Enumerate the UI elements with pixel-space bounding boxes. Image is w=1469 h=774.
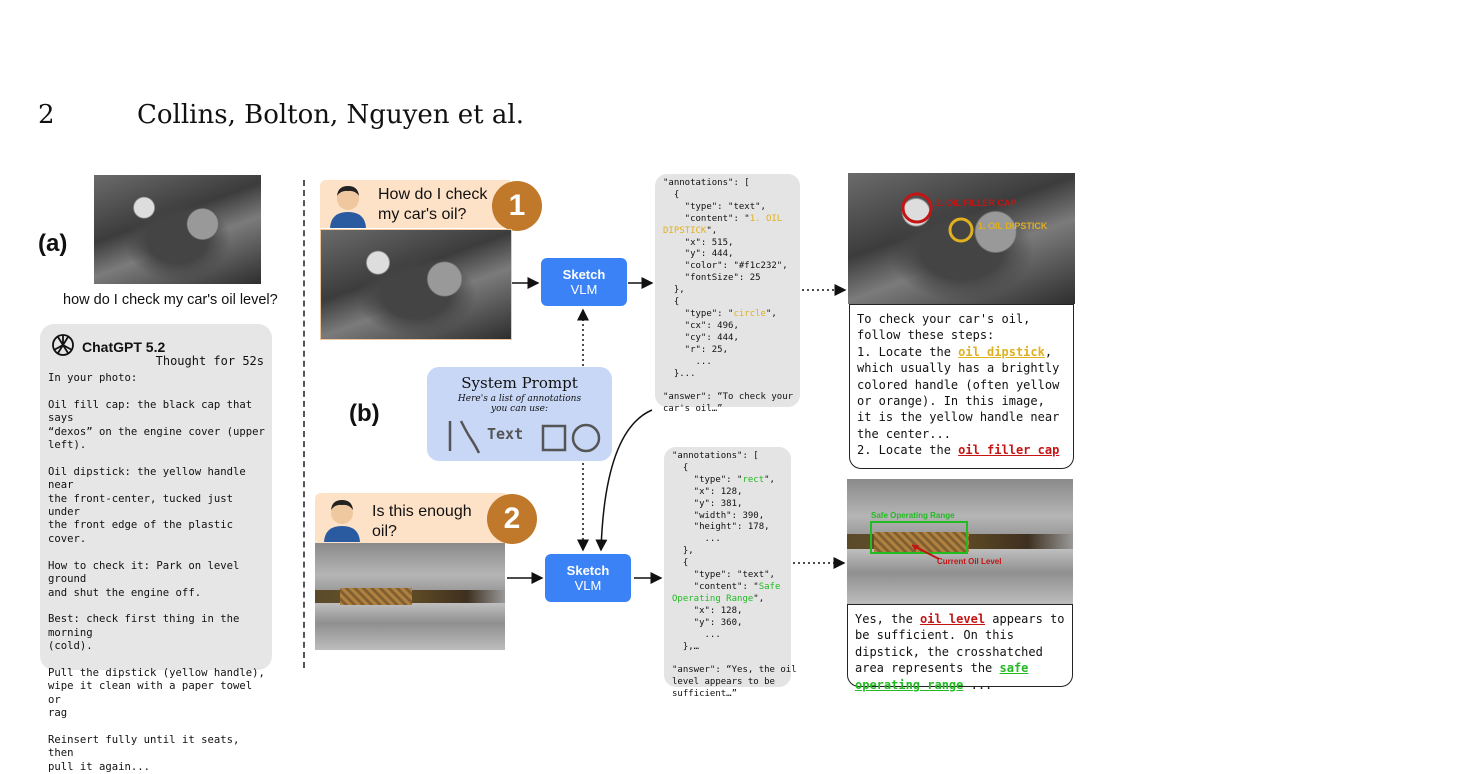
user-question-2-bubble: Is this enough oil? (315, 493, 505, 543)
oil-level-link: oil level (920, 612, 986, 626)
thought-duration: Thought for 52s (155, 354, 264, 368)
safe-range-rect (870, 521, 968, 554)
vlm-subtitle: VLM (570, 282, 598, 297)
vlm-title: Sketch (562, 267, 606, 282)
annotation-level-label: Current Oil Level (937, 557, 1002, 566)
rect-tool-icon (541, 424, 567, 452)
chatgpt-title: ChatGPT 5.2 (82, 338, 166, 355)
answer-1-box: To check your car's oil, follow these st… (849, 304, 1074, 469)
running-header-authors: Collins, Bolton, Nguyen et al. (137, 100, 524, 130)
system-prompt-title: System Prompt (461, 374, 578, 392)
question-1-text: How do I check my car's oil? (378, 186, 488, 223)
sketch-vlm-1: Sketch VLM (541, 258, 627, 306)
oil-dipstick-circle (948, 217, 974, 243)
circle-tool-icon (571, 423, 601, 453)
engine-photo-input (320, 229, 512, 340)
vlm-subtitle: VLM (574, 578, 602, 593)
system-prompt-subtitle: Here's a list of annotations you can use… (457, 394, 582, 414)
safe-range-link: safe operating range (855, 661, 1029, 692)
annotations-json-1: "annotations": [ { "type": "text", "cont… (655, 174, 800, 414)
answer-2-box: Yes, the oil level appears to be suffici… (847, 604, 1073, 692)
flow-arrows (507, 277, 847, 584)
step-1-badge: 1 (492, 181, 542, 231)
annotated-engine-photo: 2. OIL FILLER CAP 1. OIL DIPSTICK (848, 173, 1075, 304)
dipstick-photo-input (315, 543, 505, 650)
step-2-badge: 2 (487, 494, 537, 544)
annotation-dipstick-label: 1. OIL DIPSTICK (978, 221, 1048, 231)
user-question-1-bubble: How do I check my car's oil? (320, 180, 510, 228)
annotations-json-2: "annotations": [ { "type": "rect", "x": … (664, 447, 797, 699)
panel-a-label: (a) (38, 230, 68, 257)
oil-filler-cap-circle (901, 192, 933, 224)
text-tool-label: Text (487, 425, 524, 443)
annotated-dipstick-photo: Safe Operating Range Current Oil Level (847, 479, 1073, 604)
answer-1-intro: To check your car's oil, follow these st… (857, 312, 1031, 343)
line-tool-icon (448, 420, 481, 454)
openai-logo-icon (50, 332, 76, 361)
oil-dipstick-link: oil dipstick (958, 344, 1045, 359)
panel-divider (303, 180, 305, 668)
question-2-text: Is this enough oil? (372, 503, 472, 540)
system-prompt-box: System Prompt Here's a list of annotatio… (427, 367, 612, 461)
panel-b-label: (b) (349, 400, 380, 427)
vlm-title: Sketch (566, 563, 610, 578)
user-avatar-icon (325, 182, 371, 228)
page-number: 2 (38, 100, 55, 130)
user-avatar-icon (319, 496, 365, 542)
annotation-range-label: Safe Operating Range (871, 511, 955, 520)
chatgpt-header: ChatGPT 5.2 (50, 332, 165, 361)
oil-filler-cap-link: oil filler cap (958, 443, 1060, 458)
sketch-vlm-2: Sketch VLM (545, 554, 631, 602)
engine-photo (94, 175, 261, 284)
annotation-cap-label: 2. OIL FILLER CAP (936, 198, 1017, 208)
user-question-a: how do I check my car's oil level? (63, 292, 278, 308)
